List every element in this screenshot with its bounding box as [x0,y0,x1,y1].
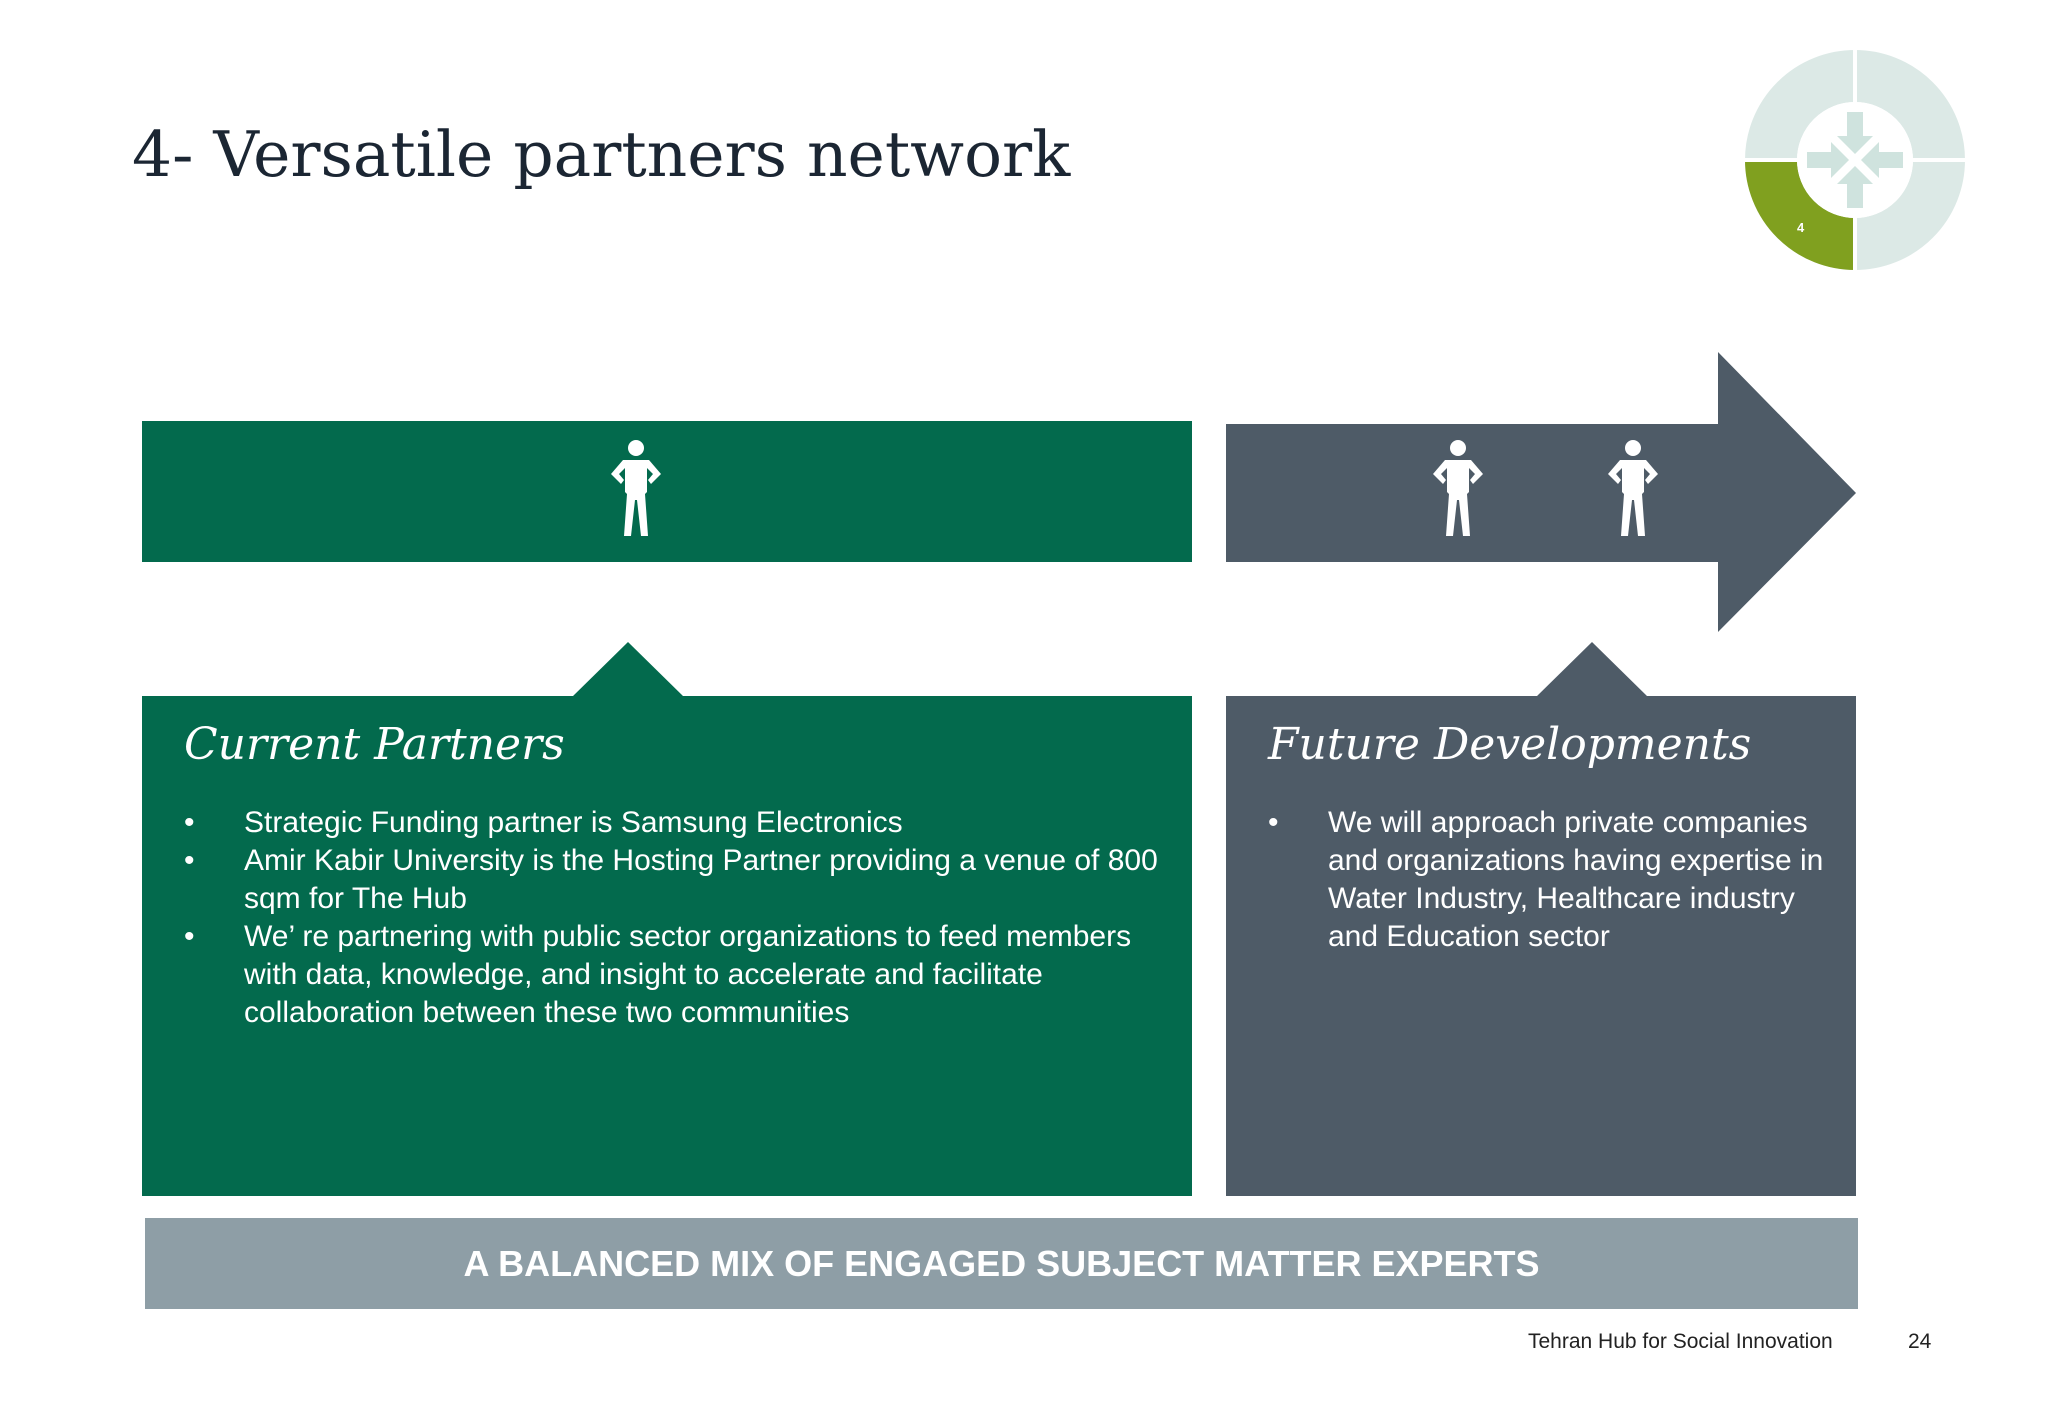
person-icon [1598,440,1668,540]
current-partners-list: Strategic Funding partner is Samsung Ele… [184,804,1162,1032]
current-partners-panel: Current Partners Strategic Funding partn… [142,696,1192,1196]
person-icon [601,440,671,540]
current-panel-pointer [572,642,684,697]
slide-title: 4- Versatile partners network [132,118,1071,191]
list-item: We’ re partnering with public sector org… [184,918,1162,1032]
list-item: Strategic Funding partner is Samsung Ele… [184,804,1162,842]
converging-arrows-icon [1807,112,1903,208]
current-partners-heading: Current Partners [184,719,565,770]
future-developments-heading: Future Developments [1268,719,1752,770]
person-icon [1423,440,1493,540]
summary-banner: A BALANCED MIX OF ENGAGED SUBJECT MATTER… [145,1218,1858,1309]
future-developments-panel: Future Developments We will approach pri… [1226,696,1856,1196]
badge-number: 4 [1797,220,1805,235]
future-panel-pointer [1536,642,1648,697]
future-arrow [1226,352,1856,632]
list-item: We will approach private companies and o… [1268,804,1826,956]
section-progress-badge: 4 [1745,50,1965,270]
footer-organization: Tehran Hub for Social Innovation [1528,1330,1833,1353]
current-partners-band [142,421,1192,562]
page-number: 24 [1908,1330,1932,1353]
list-item: Amir Kabir University is the Hosting Par… [184,842,1162,918]
future-developments-list: We will approach private companies and o… [1268,804,1826,956]
